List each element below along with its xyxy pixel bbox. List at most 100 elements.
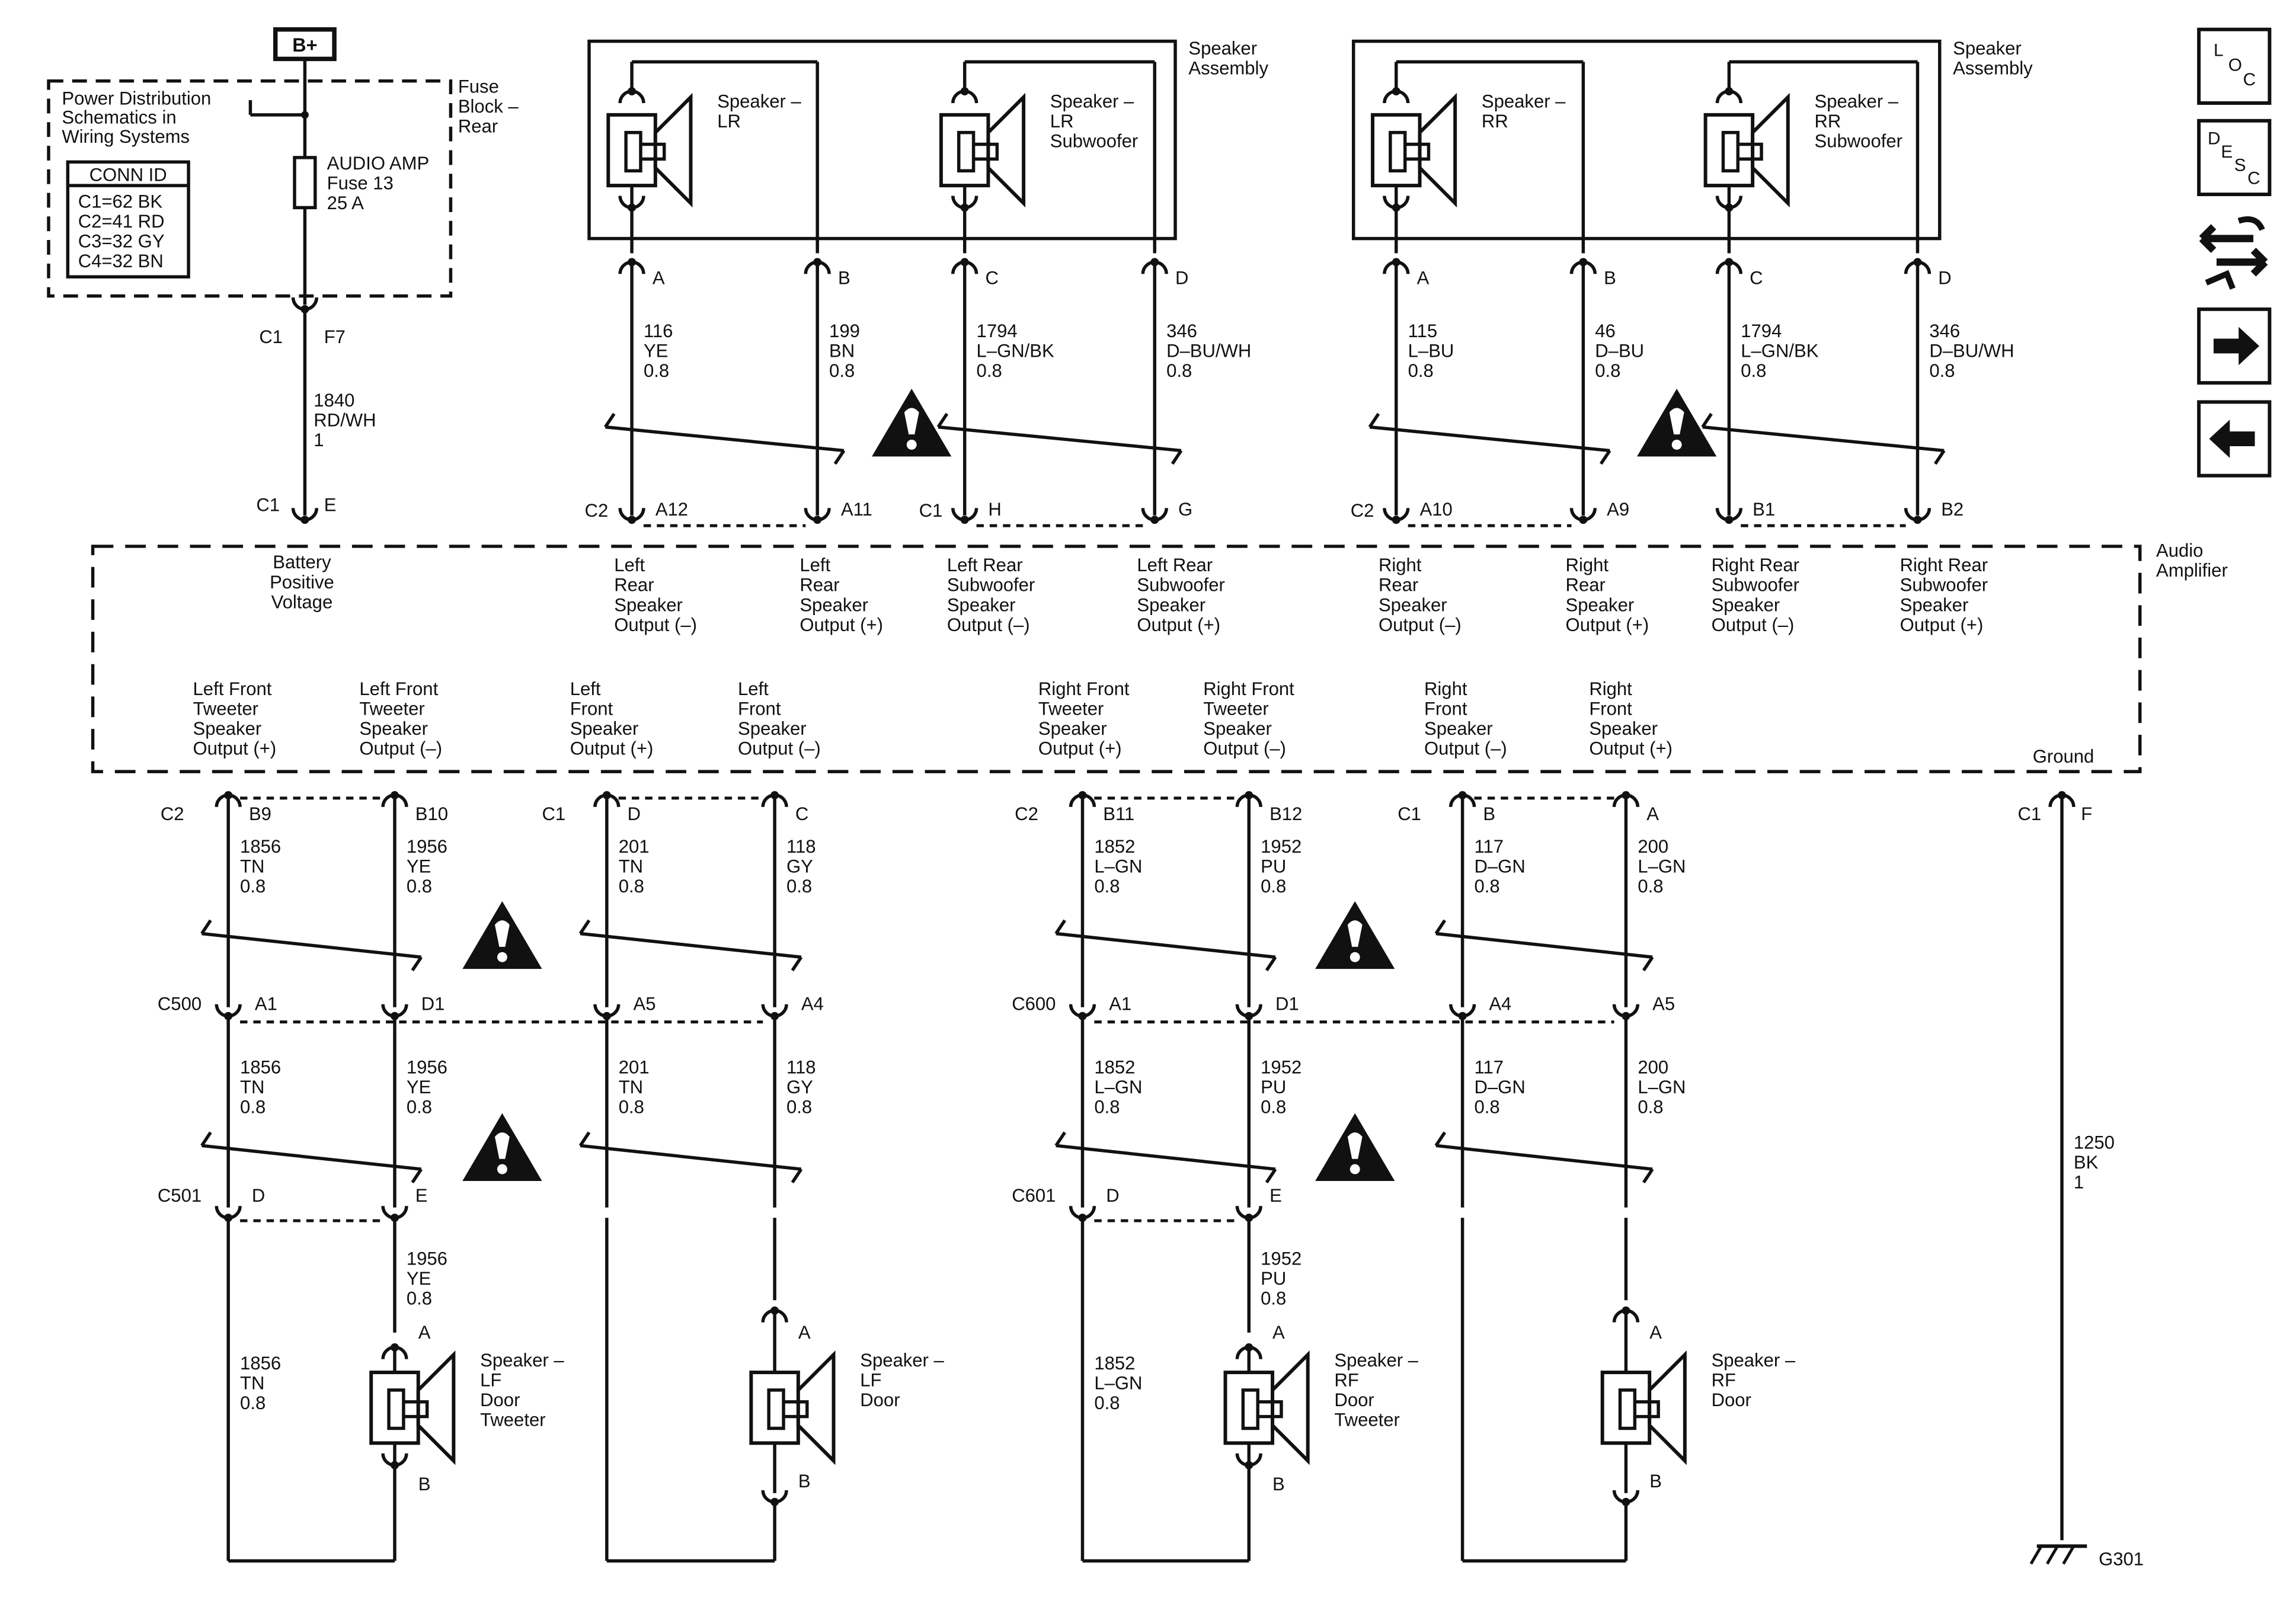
speaker-label: RF — [1334, 1370, 1358, 1391]
pin-label: A1 — [255, 994, 277, 1014]
wire-label: 1 — [2074, 1172, 2084, 1192]
amp-pin-desc: Speaker — [800, 594, 868, 615]
amp-pin-desc: Left — [800, 555, 830, 575]
wire-label: TN — [240, 1373, 264, 1394]
twisted-pair-line — [202, 1144, 422, 1171]
terminal-pin — [1579, 516, 1588, 524]
wire-label: 1952 — [1261, 1057, 1302, 1078]
connector-id: C1 — [2017, 804, 2041, 824]
amp-pin-desc: Tweeter — [359, 698, 424, 719]
wire-label: 0.8 — [1741, 360, 1766, 381]
speaker-coil — [1618, 1388, 1637, 1430]
right_assembly-amp-terminal-3 — [1904, 508, 1932, 524]
speaker-cone — [416, 1350, 456, 1465]
connector-id: C1 — [542, 804, 565, 824]
wire-label: 0.8 — [1638, 1097, 1663, 1118]
speaker-coil — [624, 130, 642, 172]
wire-label: 117 — [1474, 1057, 1504, 1078]
pin-label: D1 — [1275, 994, 1299, 1014]
desc-letter: S — [2234, 155, 2246, 175]
pin-label: D — [1106, 1185, 1119, 1206]
amp-pin-desc: Subwoofer — [947, 575, 1035, 596]
terminal-amp-e — [291, 508, 319, 524]
desc-icon — [2197, 119, 2272, 197]
pin-label: A — [1272, 1322, 1285, 1343]
pin-label: E — [1269, 1185, 1282, 1206]
terminal-internal — [951, 87, 978, 104]
amp-pin-desc: Speaker — [947, 594, 1016, 615]
twisted-pair-tick — [411, 1168, 423, 1183]
front_left-tweeter-speaker — [369, 1350, 456, 1465]
wire-label: PU — [1261, 856, 1286, 876]
caution-icon — [1637, 389, 1717, 457]
amp-pin-desc: Left Front — [359, 678, 438, 699]
bplus-label: B+ — [292, 34, 317, 56]
amp-pin-desc: Output (–) — [1379, 614, 1462, 635]
twisted-pair-tick — [411, 956, 423, 972]
wire-label: PU — [1261, 1268, 1286, 1289]
wire-label: 0.8 — [786, 876, 812, 897]
amp-pin-desc: Right Front — [1038, 678, 1130, 699]
right_assembly-amp-terminal-2 — [1715, 508, 1743, 524]
terminal-internal — [618, 87, 645, 104]
wire-label: 201 — [619, 836, 650, 857]
pin-label: B — [838, 268, 850, 289]
ground-id: G301 — [2099, 1549, 2144, 1570]
twisted-pair-tick — [578, 1131, 591, 1147]
speaker-label: Speaker – — [1712, 1350, 1796, 1371]
wire-label: D–GN — [1474, 856, 1525, 876]
caution-icon — [462, 1113, 542, 1181]
speaker-label: Door — [480, 1390, 520, 1410]
audio-amplifier-box — [91, 545, 2142, 773]
terminal-internal — [1715, 87, 1743, 104]
speaker-label: LF — [480, 1370, 501, 1391]
pin-label: B — [1604, 268, 1616, 289]
wire-label: 0.8 — [1638, 876, 1663, 897]
wire-label: YE — [407, 1077, 431, 1097]
amp-pin-desc: Output (–) — [614, 614, 697, 635]
wire-label: TN — [240, 1077, 264, 1097]
ground-tick — [2062, 1545, 2076, 1565]
wire-label: 118 — [786, 836, 816, 857]
amp-pin-desc: Output (–) — [1203, 738, 1286, 759]
wire-label: 0.8 — [407, 876, 432, 897]
amp-pin-desc: Tweeter — [1038, 698, 1104, 719]
terminal-pin — [813, 516, 822, 524]
pin-label: B — [1272, 1474, 1285, 1494]
pin-label: B — [418, 1474, 431, 1494]
speaker-label: Subwoofer — [1050, 131, 1138, 152]
wire-label: 0.8 — [1094, 1097, 1120, 1118]
amp-pin-desc: Output (+) — [1589, 738, 1673, 759]
twisted-pair-line — [1056, 1144, 1276, 1171]
fuse-block-label: Block – — [458, 96, 519, 117]
wire-label: 0.8 — [1929, 360, 1955, 381]
wire-label: BK — [2074, 1152, 2099, 1173]
amp-pin-desc: Output (+) — [1137, 614, 1220, 635]
connector-id: C2 — [585, 500, 609, 521]
wire-label: YE — [407, 1268, 431, 1289]
harness-arrow-left — [2199, 224, 2254, 253]
wire-label: 1856 — [240, 1057, 281, 1078]
wire-label: 0.8 — [619, 1097, 644, 1118]
twisted-pair-line — [938, 425, 1182, 453]
wire-label: 199 — [829, 321, 860, 341]
pin-label: A5 — [1652, 994, 1675, 1014]
amp-pin-desc: Left Front — [193, 678, 272, 699]
speaker-label: LR — [717, 111, 741, 132]
twisted-pair-tick — [833, 449, 846, 465]
speaker-label: Speaker – — [480, 1350, 564, 1371]
terminal-pin — [1725, 516, 1734, 524]
twisted-pair-line — [1435, 932, 1653, 959]
power-distribution-label: Wiring Systems — [62, 126, 190, 147]
speaker-label: LR — [1050, 111, 1074, 132]
pin-label: B — [1649, 1471, 1662, 1491]
right_assembly-amp-terminal-0 — [1383, 508, 1410, 524]
twisted-pair-tick — [200, 919, 212, 935]
harness-wrench — [2205, 270, 2236, 290]
twisted-pair-tick — [1368, 412, 1380, 428]
amp-pin-desc: Left — [614, 555, 645, 575]
amp-pin-desc: Output (+) — [1566, 614, 1649, 635]
pin-label: B12 — [1269, 804, 1302, 824]
speaker-label: Speaker – — [717, 91, 801, 111]
